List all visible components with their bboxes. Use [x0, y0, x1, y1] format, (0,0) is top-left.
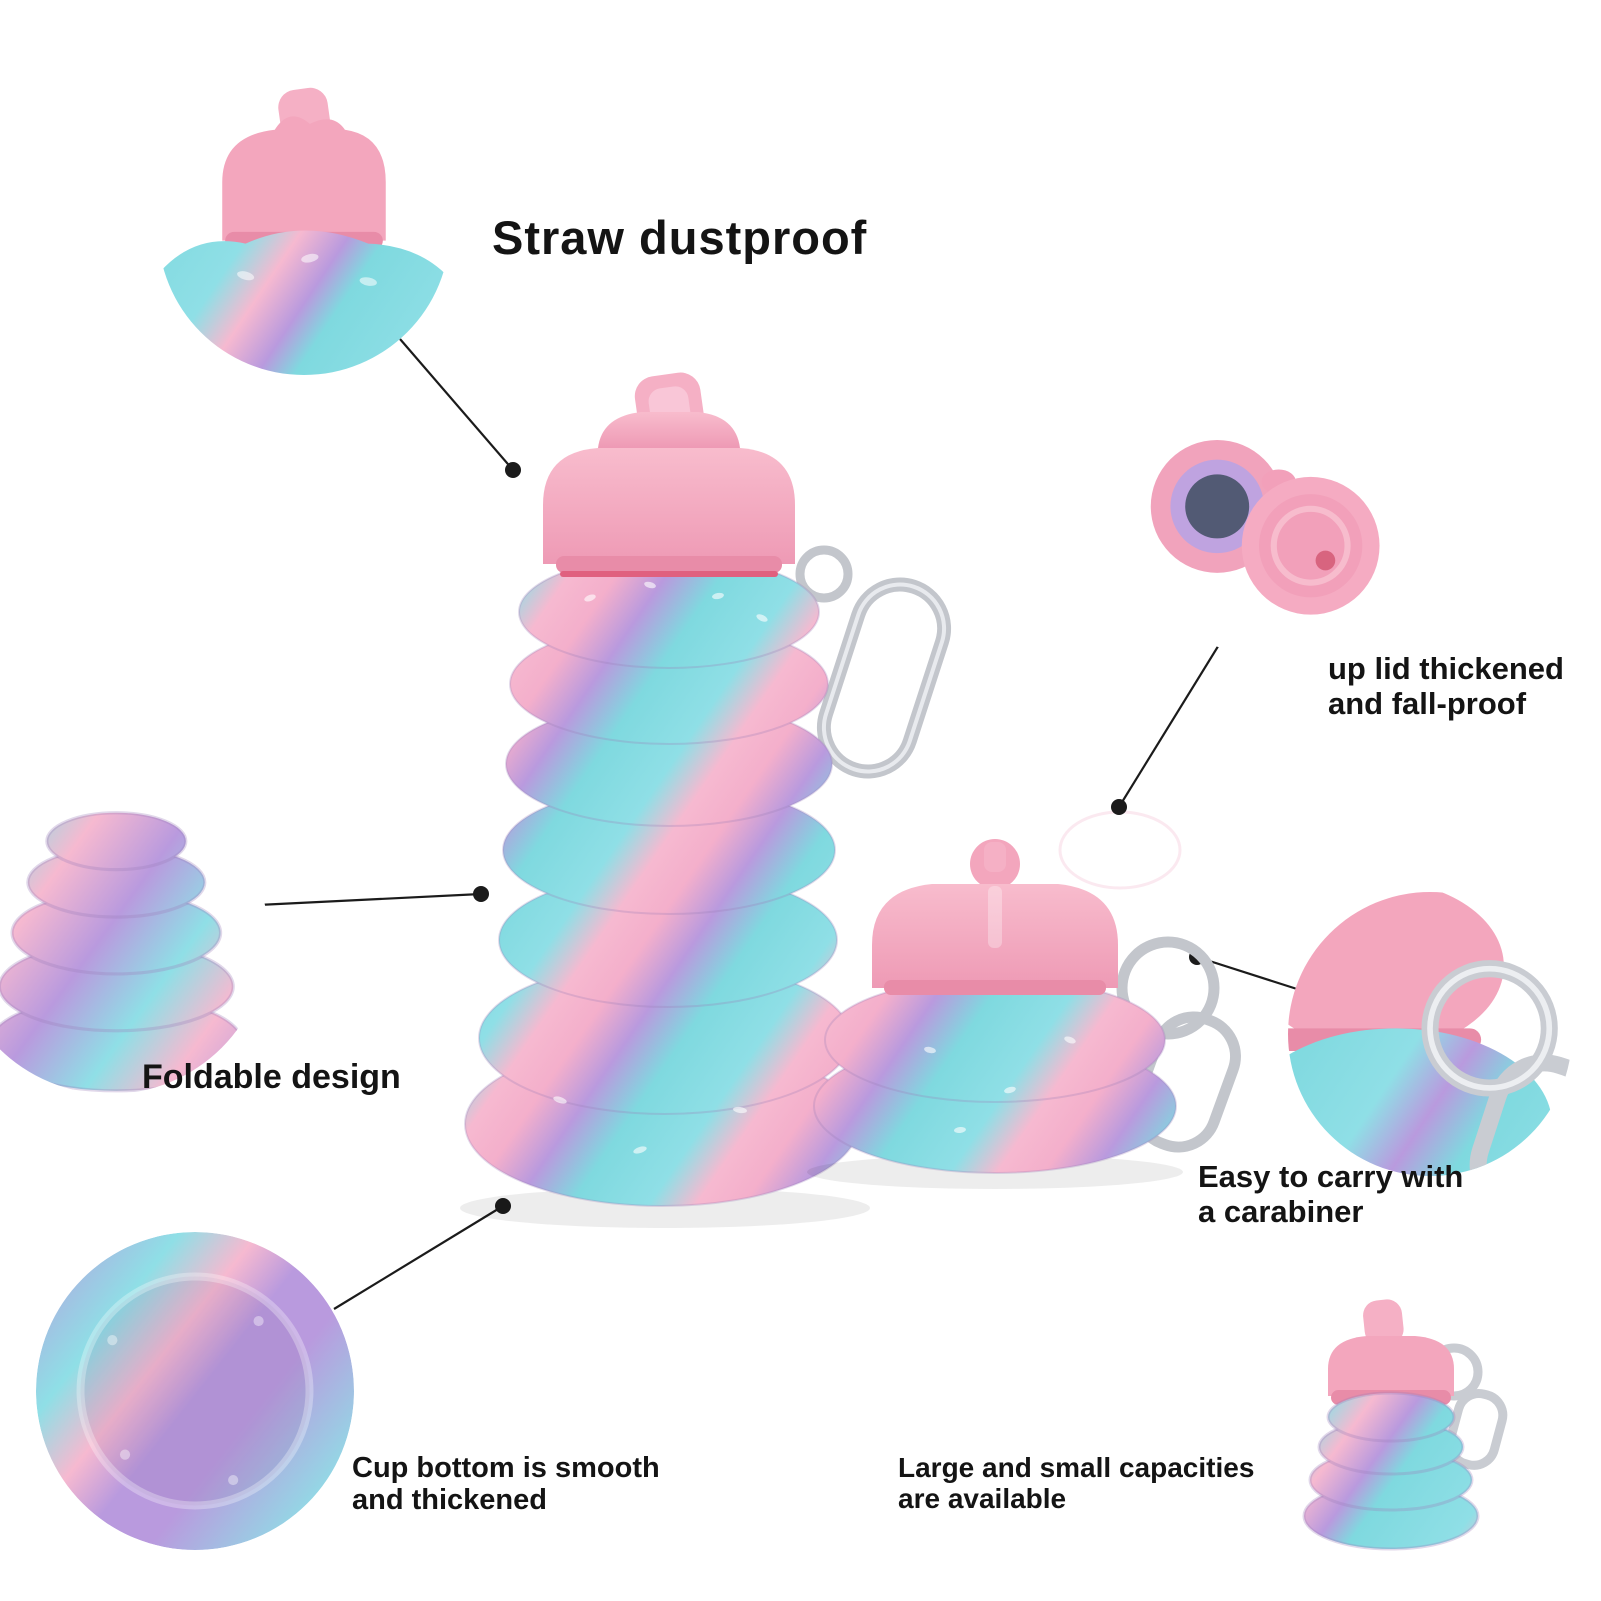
- collapsed-lid: [872, 839, 1118, 995]
- inset-carabiner: [1288, 892, 1572, 1176]
- inset-body: [158, 230, 450, 375]
- label-up-lid-line1: up lid thickened: [1328, 651, 1564, 686]
- inset-capacities-art: [1302, 1299, 1508, 1551]
- label-cup-bottom-line2: and thickened: [352, 1484, 547, 1517]
- label-straw-dustproof-text: Straw dustproof: [492, 211, 868, 264]
- inset-foldable: [0, 778, 268, 1094]
- collapsed-carabiner: [1116, 936, 1241, 1153]
- inset-up-lid-art: [1150, 439, 1380, 615]
- sprinkle-decorations: [553, 581, 768, 1154]
- inset-carabiner-art: [1288, 892, 1572, 1176]
- callout-lines: [257, 338, 1298, 1310]
- main-bottle: [460, 372, 952, 1228]
- carabiner: [795, 545, 952, 779]
- label-foldable-design: Foldable design: [142, 1058, 401, 1096]
- label-cup-bottom: Cup bottom is smooth and thickened: [352, 1452, 660, 1517]
- inset-foldable-art: [0, 811, 245, 1093]
- bottle-body-rings: [464, 555, 860, 1207]
- inset-straw-dustproof: [158, 83, 450, 375]
- label-easy-carry-line1: Easy to carry with: [1198, 1159, 1464, 1194]
- inset-cup-bottom-art: [36, 1232, 354, 1550]
- label-capacities: Large and small capacities are available: [898, 1452, 1254, 1515]
- collapsed-sprinkles: [924, 1036, 1076, 1134]
- label-up-lid: up lid thickened and fall-proof: [1328, 651, 1564, 721]
- label-easy-carry-line2: a carabiner: [1198, 1193, 1364, 1229]
- label-up-lid-line2: and fall-proof: [1328, 685, 1527, 721]
- bottle-shadow: [460, 1188, 870, 1228]
- inset-up-lid: [1136, 408, 1382, 654]
- label-capacities-line2: are available: [898, 1483, 1067, 1515]
- bottle-lid: [543, 372, 795, 577]
- collapsed-body-rings: [813, 977, 1177, 1174]
- inset-lid: [222, 116, 386, 241]
- inset-cup-bottom: [36, 1232, 354, 1550]
- label-cup-bottom-line1: Cup bottom is smooth: [352, 1452, 660, 1484]
- label-straw-dustproof: Straw dustproof: [492, 211, 868, 265]
- collapsed-bottle: [807, 839, 1241, 1189]
- inset-capacities: [1244, 1282, 1544, 1582]
- label-foldable-design-text: Foldable design: [142, 1058, 401, 1096]
- label-capacities-line1: Large and small capacities: [898, 1452, 1255, 1483]
- label-easy-carry: Easy to carry with a carabiner: [1198, 1159, 1464, 1229]
- inset-straw-art: [158, 87, 450, 375]
